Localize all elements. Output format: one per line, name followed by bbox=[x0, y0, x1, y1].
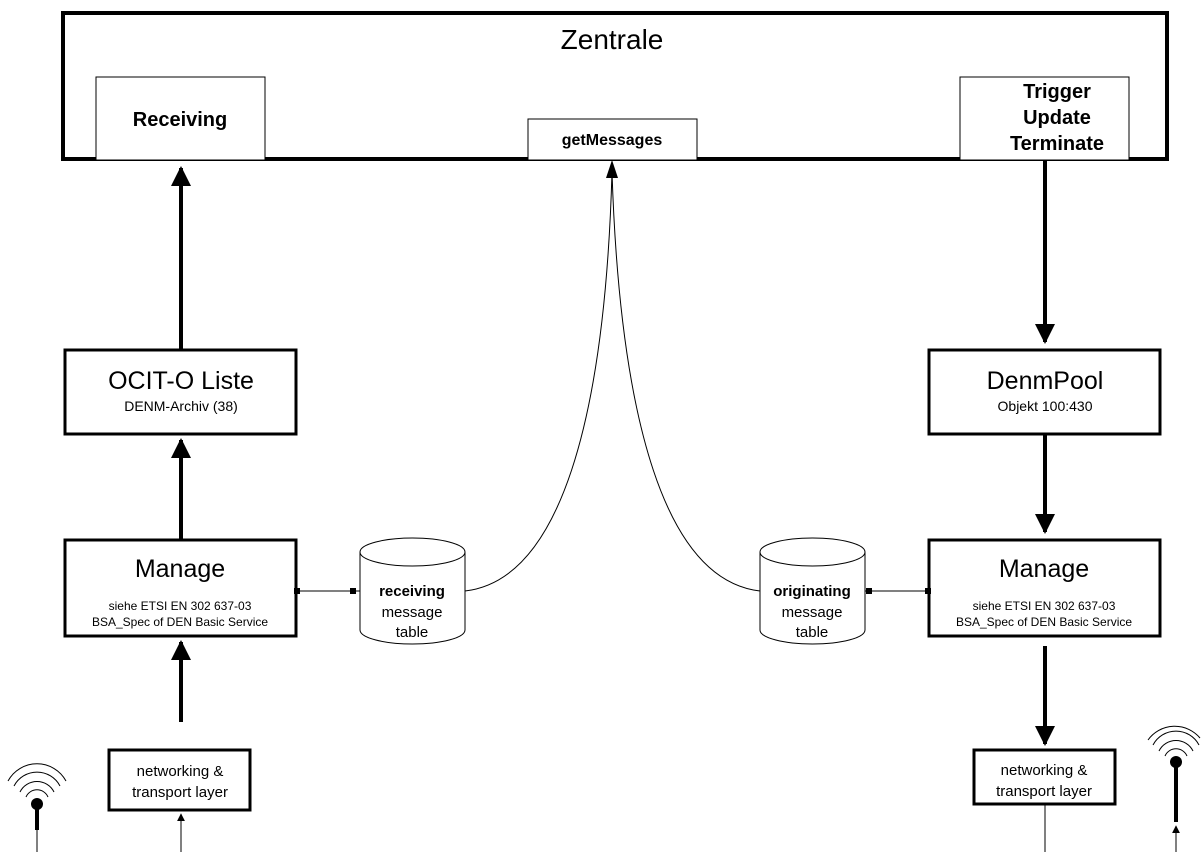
zentrale-box: Zentrale Receiving getMessages Trigger U… bbox=[61, 11, 1169, 161]
receiving-box: Receiving bbox=[95, 76, 266, 161]
right-network-box: networking & transport layer bbox=[972, 748, 1117, 806]
zentrale-title: Zentrale bbox=[561, 24, 664, 55]
denmpool-box: DenmPool Objekt 100:430 bbox=[927, 348, 1162, 436]
originating-message-table: originating message table bbox=[759, 537, 866, 645]
getmessages-arrowhead bbox=[606, 160, 618, 178]
right-manage-title: Manage bbox=[999, 555, 1089, 583]
left-network-line2: transport layer bbox=[132, 784, 228, 801]
originating-table-line3: table bbox=[796, 624, 829, 641]
right-manage-line1: siehe ETSI EN 302 637-03 bbox=[973, 599, 1116, 613]
ocit-liste-box: OCIT-O Liste DENM-Archiv (38) bbox=[63, 348, 298, 436]
get-messages-box: getMessages bbox=[527, 118, 698, 161]
denmpool-subtitle: Objekt 100:430 bbox=[998, 398, 1093, 414]
right-manage-line2: BSA_Spec of DEN Basic Service bbox=[956, 615, 1132, 629]
receiving-to-getmessages-curve bbox=[464, 171, 613, 592]
left-manage-table-connector bbox=[294, 588, 360, 594]
left-network-box: networking & transport layer bbox=[107, 748, 252, 812]
get-messages-label: getMessages bbox=[562, 132, 663, 149]
right-network-line1: networking & bbox=[1001, 762, 1088, 779]
update-label: Update bbox=[1023, 107, 1091, 129]
antenna-icon bbox=[7, 763, 67, 852]
originating-to-getmessages-curve bbox=[611, 171, 761, 592]
left-manage-title: Manage bbox=[135, 555, 225, 583]
terminate-label: Terminate bbox=[1010, 133, 1104, 155]
receiving-label: Receiving bbox=[133, 109, 227, 131]
left-manage-line2: BSA_Spec of DEN Basic Service bbox=[92, 615, 268, 629]
left-manage-box: Manage siehe ETSI EN 302 637-03 BSA_Spec… bbox=[63, 538, 298, 638]
originating-table-line1: originating bbox=[773, 583, 851, 600]
receiving-table-line1: receiving bbox=[379, 583, 445, 600]
right-network-line2: transport layer bbox=[996, 783, 1092, 800]
right-manage-table-connector bbox=[864, 588, 931, 594]
receiving-message-table: receiving message table bbox=[359, 537, 466, 645]
receiving-table-line3: table bbox=[396, 624, 429, 641]
originating-table-line2: message bbox=[782, 604, 843, 621]
receiving-table-line2: message bbox=[382, 604, 443, 621]
left-network-line1: networking & bbox=[137, 763, 224, 780]
right-manage-box: Manage siehe ETSI EN 302 637-03 BSA_Spec… bbox=[927, 538, 1162, 638]
ocit-subtitle: DENM-Archiv (38) bbox=[124, 398, 238, 414]
trigger-box: Trigger Update Terminate bbox=[959, 76, 1130, 161]
denmpool-title: DenmPool bbox=[987, 367, 1104, 395]
left-manage-line1: siehe ETSI EN 302 637-03 bbox=[109, 599, 252, 613]
trigger-label: Trigger bbox=[1023, 81, 1091, 103]
ocit-title: OCIT-O Liste bbox=[108, 367, 254, 395]
antenna-icon bbox=[1147, 725, 1201, 852]
